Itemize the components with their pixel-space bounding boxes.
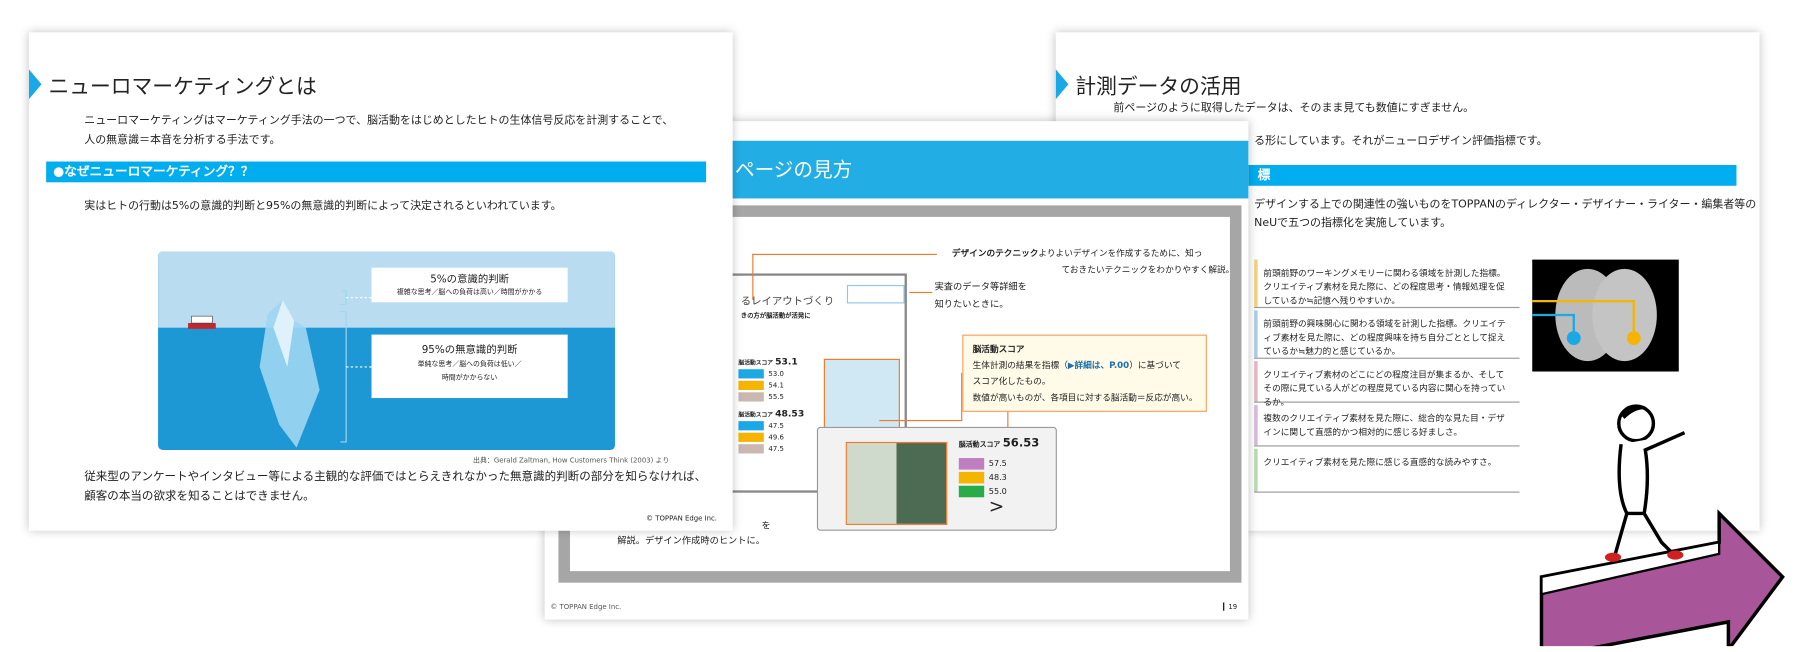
score-box-title: 脳活動スコア — [972, 343, 1025, 355]
intro-line-2: る形にしています。それがニューロデザイン評価指標です。 — [1254, 134, 1548, 148]
index-row: クリエイティブ素材を見た際に感じる直感的な読みやすさ。 — [1254, 448, 1520, 493]
technique-text-2: ておきたいテクニックをわかりやすく解説。 — [1061, 264, 1235, 275]
score-text: 生体計測の結果を指標（ — [972, 359, 1068, 371]
mock-score-row: 55.5 — [738, 392, 804, 402]
ad-photo — [845, 441, 948, 525]
intro-line-1: ニューロマーケティングはマーケティング手法の一つで、脳活動をはじめとしたヒトの生… — [84, 114, 674, 127]
mock-title: るレイアウトづくり — [740, 296, 835, 309]
conscious-desc: 複雑な思考／脳への負荷は高い／時間がかかる — [396, 288, 543, 297]
score-text: ）に基づいて — [1129, 359, 1181, 371]
mock-score-row: 47.5 — [738, 444, 804, 454]
copyright: © TOPPAN Edge Inc. — [550, 603, 622, 612]
leader-line — [879, 372, 963, 422]
technique-note: デザインのテクニックよりよいデザインを作成するために、知っ ておきたいテクニック… — [952, 246, 1234, 278]
brain-image — [1513, 259, 1679, 372]
mock-score-row: 54.1 — [738, 380, 804, 390]
conscious-box: 5%の意識的判断 複雑な思考／脳への負荷は高い／時間がかかる — [371, 267, 568, 303]
score-explainer: 脳活動スコア 生体計測の結果を指標（▶詳細は、P.00）に基づいて スコア化した… — [962, 334, 1207, 412]
next-arrow-icon[interactable]: > — [988, 494, 1005, 517]
data-note-1: 実査のデータ等詳細を — [934, 281, 1027, 292]
hint-line-2: 解説。デザイン作成時のヒントに。 — [617, 535, 765, 546]
index-row: 前頭前野の興味関心に関わる領域を計測した指標。クリエイティブ素材を見た際に、どの… — [1254, 310, 1520, 359]
arrow-icon — [1539, 509, 1785, 647]
source-citation: 出典：Gerald Zaltman, How Customers Think (… — [473, 456, 670, 465]
row-text: 前頭前野の興味関心に関わる領域を計測した指標。クリエイティブ素材を見た際に、どの… — [1263, 318, 1506, 357]
page-number-value: 19 — [1228, 603, 1238, 612]
person-on-arrow-illustration — [1539, 404, 1785, 647]
leader-line — [909, 291, 933, 294]
leader-line — [752, 253, 937, 300]
index-row: 前頭前野のワーキングメモリーに関わる領域を計測した指標。クリエイティブ素材を見た… — [1254, 259, 1520, 309]
body-line-2: NeUで五つの指標化を実施しています。 — [1254, 216, 1452, 230]
row-text: クリエイティブ素材のどこにどの程度注目が集まるか、そしてその際に見ている人がどの… — [1263, 369, 1506, 408]
index-row: クリエイティブ素材のどこにどの程度注目が集まるか、そしてその際に見ている人がどの… — [1254, 361, 1520, 407]
slide-title: ページの見方 — [734, 159, 853, 183]
technique-label: デザインのテクニック — [951, 248, 1039, 259]
data-note-2: 知りたいときに。 — [934, 298, 1009, 310]
copyright: © TOPPAN Edge Inc. — [646, 514, 718, 523]
statement: 実はヒトの行動は5%の意識的判断と95%の無意識的判断によって決定されるといわれ… — [84, 199, 562, 213]
mock-score-total: 脳活動スコア 48.53 — [738, 408, 805, 419]
section-bar: ●なぜニューロマーケティング？？ — [46, 161, 707, 183]
unconscious-title: 95%の無意識的判断 — [421, 344, 518, 357]
row-color-bar — [1254, 404, 1258, 446]
conclusion-line-2: 顧客の本当の欲求を知ることはできません。 — [84, 490, 315, 504]
row-color-bar — [1254, 448, 1258, 492]
card-score-label: 脳活動スコア — [958, 440, 1001, 449]
row-text: クリエイティブ素材を見た際に感じる直感的な読みやすさ。 — [1263, 456, 1497, 468]
mock-score-total: 脳活動スコア 53.1 — [738, 356, 798, 367]
card-score-row: 55.0 — [958, 485, 1007, 498]
mock-score-row: 53.0 — [738, 369, 804, 379]
slide-neuromarketing: ニューロマーケティングとは ニューロマーケティングはマーケティング手法の一つで、… — [28, 32, 733, 531]
detail-link[interactable]: ▶詳細は、P.00 — [1067, 359, 1130, 371]
unconscious-box: 95%の無意識的判断 単純な思考／脳への負荷は低い／ 時間がかからない — [371, 334, 568, 399]
unconscious-desc: 単純な思考／脳への負荷は低い／ — [417, 359, 522, 369]
mock-subtitle: きの方が脳活動が活発に — [740, 312, 811, 320]
card-score: 脳活動スコア 56.53 — [959, 437, 1039, 450]
index-row: 複数のクリエイティブ素材を見た際に、総合的な見た目・デザインに関して直感的かつ相… — [1254, 404, 1520, 447]
iceberg-icon — [188, 290, 372, 448]
card-score-total: 56.53 — [1002, 437, 1040, 450]
hint-line-1: を — [761, 520, 771, 531]
iceberg-illustration: 5%の意識的判断 複雑な思考／脳への負荷は高い／時間がかかる 95%の無意識的判… — [158, 251, 615, 450]
row-color-bar — [1254, 259, 1258, 307]
mock-badge — [846, 284, 905, 304]
mock-score-row: 49.6 — [738, 432, 804, 442]
page-number: ▎19 — [1223, 603, 1238, 612]
slide-title: 計測データの活用 — [1075, 74, 1242, 100]
data-note: 実査のデータ等詳細を知りたいときに。 — [935, 278, 1027, 313]
conclusion-line-1: 従来型のアンケートやインタビュー等による主観的な評価ではとらえきれなかった無意識… — [84, 470, 707, 484]
slide-title: ニューロマーケティングとは — [48, 74, 317, 100]
score-text: スコア化したもの。 — [972, 376, 1051, 387]
technique-text: よりよいデザインを作成するために、知っ — [1038, 248, 1203, 259]
body-line-1: デザインする上での関連性の強いものをTOPPANのディレクター・デザイナー・ライ… — [1254, 198, 1757, 212]
conscious-title: 5%の意識的判断 — [430, 274, 509, 287]
row-text: 前頭前野のワーキングメモリーに関わる領域を計測した指標。クリエイティブ素材を見た… — [1263, 267, 1506, 306]
score-text: 数値が高いものが、各項目に対する脳活動＝反応が高い。 — [972, 392, 1198, 403]
title-marker-icon — [28, 69, 42, 100]
row-color-bar — [1254, 361, 1258, 402]
card-score-row: 57.5 — [958, 458, 1007, 470]
intro-line-2: 人の無意識＝本音を分析する手法です。 — [84, 133, 281, 147]
row-color-bar — [1254, 310, 1258, 358]
row-text: 複数のクリエイティブ素材を見た際に、総合的な見た目・デザインに関して直感的かつ相… — [1263, 413, 1505, 438]
intro-line-1: 前ページのように取得したデータは、そのまま見ても数値にすぎません。 — [1113, 101, 1475, 115]
index-table: 前頭前野のワーキングメモリーに関わる領域を計測した指標。クリエイティブ素材を見た… — [1254, 259, 1520, 493]
card-score-row: 48.3 — [958, 471, 1007, 484]
title-marker-icon — [1055, 69, 1069, 100]
unconscious-desc-2: 時間がかからない — [441, 373, 498, 382]
mock-score-row: 47.5 — [738, 421, 804, 431]
